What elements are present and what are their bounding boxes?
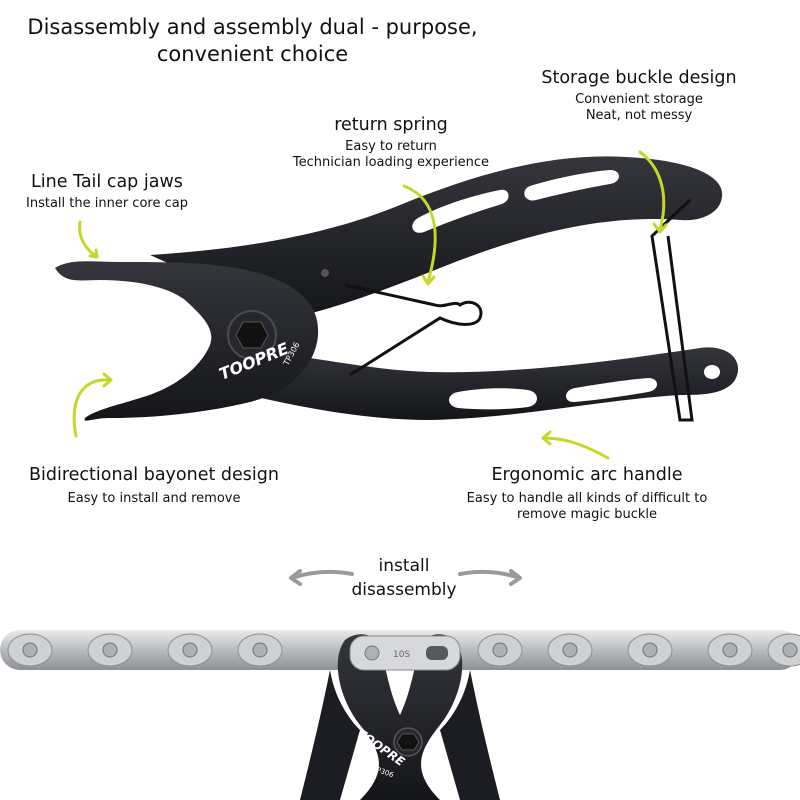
storage-buckle-wire [650,198,694,422]
lower-pliers: TOOPRE TP306 [300,634,500,800]
headline-line-2: convenient choice [156,42,349,66]
callout-handle: Ergonomic arc handle Easy to handle all … [448,465,726,523]
callout-handle-title: Ergonomic arc handle [491,465,683,485]
master-link: 10S [349,635,461,671]
callout-jaws: Line Tail cap jaws Install the inner cor… [26,172,188,212]
callout-spring-sub-1: Easy to return [345,139,437,154]
callout-storage-title: Storage buckle design [541,68,737,88]
accent-arrows [72,150,668,460]
chain-link-pin [252,642,268,658]
callout-storage: Storage buckle design Convenient storage… [520,68,758,124]
master-link-plate [349,635,461,671]
callout-bayonet: Bidirectional bayonet design Easy to ins… [20,465,288,507]
master-link-pin-left [364,645,380,661]
callout-storage-sub-2: Neat, not messy [585,108,693,123]
return-spring [344,283,483,377]
chain-link-pin [182,642,198,658]
pivot-bolt-hex [235,321,269,349]
lower-handle-slot-1 [449,388,537,410]
motion-arrows [289,569,522,586]
callout-storage-sub-1: Convenient storage [575,92,703,107]
callout-spring-sub-2: Technician loading experience [292,155,490,170]
install-label: install [378,556,430,576]
chain-link-pin [492,642,508,658]
disassembly-label: disassembly [351,580,457,600]
lower-handle-hole [704,365,720,379]
chain-link-pin [562,642,578,658]
lower-handle-slot-2 [566,378,657,403]
upper-handle-slot-2 [524,170,619,201]
headline-line-1: Disassembly and assembly dual - purpose, [27,15,478,39]
upper-rivet [321,269,329,277]
callout-spring: return spring Easy to return Technician … [280,115,502,171]
master-link-mark: 10S [393,650,410,660]
chain-link-pin [22,642,38,658]
callout-bayonet-title: Bidirectional bayonet design [29,465,279,485]
chain-link-pin [722,642,738,658]
lower-pliers-left-arm [300,670,360,800]
arrow-disassembly-right [458,569,522,586]
arrow-spring [402,184,437,286]
arrow-bayonet [72,372,113,438]
headline: Disassembly and assembly dual - purpose,… [0,14,505,68]
arrow-install-left [289,569,354,586]
arrow-storage [638,150,668,234]
arrow-handle [541,430,610,460]
callout-jaws-sub-1: Install the inner core cap [26,196,188,211]
motion-labels: install disassembly [332,554,476,602]
callout-handle-sub-2: remove magic buckle [516,507,658,522]
master-link-slot [426,646,448,660]
callout-jaws-title: Line Tail cap jaws [31,172,183,192]
callout-bayonet-sub-1: Easy to install and remove [67,491,241,506]
lower-pliers-body [337,634,463,800]
lower-pliers-right-arm [440,670,500,800]
callout-spring-title: return spring [334,115,448,135]
upper-handle-slot-1 [412,189,509,233]
lower-pivot-hex [396,733,420,751]
arrow-jaws [78,220,99,259]
chain-link-pin [782,642,798,658]
chain-link-pin [102,642,118,658]
callout-handle-sub-1: Easy to handle all kinds of difficult to [466,491,708,506]
lower-handle [215,347,739,420]
chain-link-pin [642,642,658,658]
pliers-head [55,261,319,421]
